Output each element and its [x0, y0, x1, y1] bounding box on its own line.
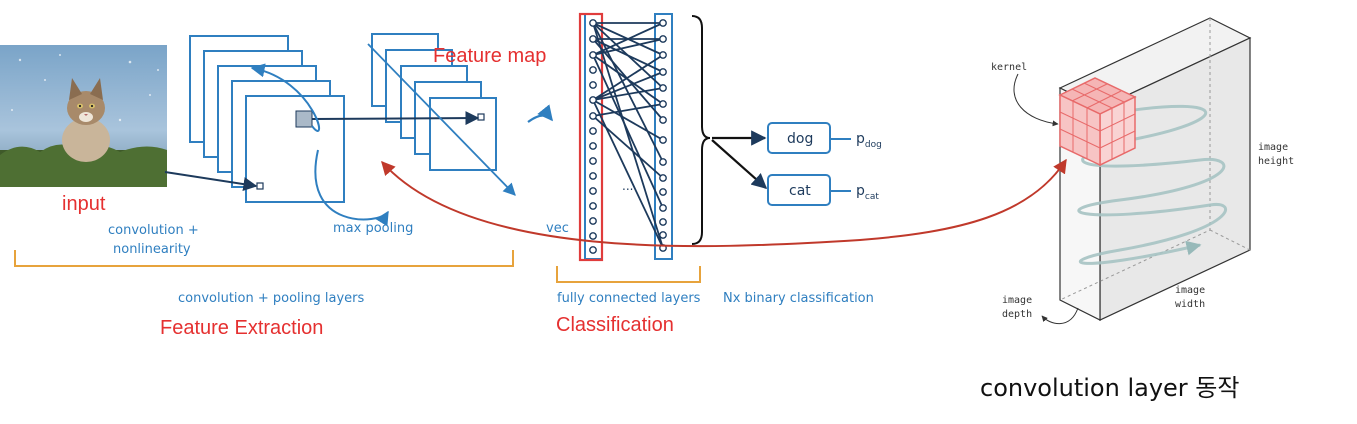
image-width-label-line2: width	[1175, 299, 1205, 310]
p-dog-label: pdog	[856, 131, 882, 150]
input-image	[0, 45, 167, 187]
feature-extraction-label: Feature Extraction	[160, 317, 323, 339]
fc-ellipsis: ...	[622, 179, 633, 193]
fc-connections	[592, 22, 664, 249]
kernel-to-feature-arrow	[381, 158, 1067, 248]
input-to-conv-arrow	[164, 171, 258, 192]
to-cat-arrow	[711, 139, 768, 190]
maxpool-curve-arrow	[314, 149, 389, 227]
conv-label-line1: convolution +	[108, 223, 199, 238]
image-height-label-line2: height	[1258, 156, 1294, 167]
kernel-pointer	[1013, 73, 1059, 127]
image-volume	[1058, 17, 1252, 321]
classification-label: Classification	[556, 314, 674, 336]
conv-label-line2: nonlinearity	[113, 242, 191, 257]
fc-right-nodes	[659, 19, 667, 252]
output-dog: dog pdog	[767, 122, 882, 154]
output-dog-label: dog	[787, 131, 813, 147]
conv-layer-title: convolution layer 동작	[980, 374, 1239, 402]
output-cat: cat pcat	[767, 174, 879, 206]
conv-pool-layers-label: convolution + pooling layers	[178, 291, 365, 306]
vec-highlight-box	[578, 12, 604, 262]
to-fc-curve-arrow	[527, 104, 553, 123]
binary-classification-label: Nx binary classification	[723, 291, 874, 306]
output-cat-label: cat	[789, 183, 811, 199]
vec-label: vec	[546, 221, 569, 236]
fc-left-nodes	[589, 19, 597, 254]
kernel-label: kernel	[991, 62, 1027, 73]
p-cat-label: pcat	[856, 183, 879, 202]
image-depth-label-line1: image	[1002, 295, 1032, 306]
input-label: input	[62, 193, 106, 215]
cat-icon	[62, 78, 110, 162]
fc-bracket	[556, 266, 701, 283]
snow-dots	[11, 54, 159, 122]
feature-map-label: Feature map	[433, 45, 546, 67]
output-bracket	[691, 15, 711, 245]
conv-pool-bracket	[14, 250, 514, 267]
conv-curve-arrow	[250, 63, 321, 132]
depth-pointer	[1041, 307, 1079, 325]
kernel-cube	[1058, 77, 1137, 167]
image-width-label-line1: image	[1175, 285, 1205, 296]
conv-to-pool-arrow	[311, 111, 480, 126]
image-depth-label-line2: depth	[1002, 309, 1032, 320]
fully-connected-network: ...	[578, 12, 673, 262]
convolution-feature-maps	[189, 35, 345, 203]
max-pooling-label: max pooling	[333, 221, 413, 236]
image-height-label-line1: image	[1258, 142, 1288, 153]
fully-connected-label: fully connected layers	[557, 291, 701, 306]
